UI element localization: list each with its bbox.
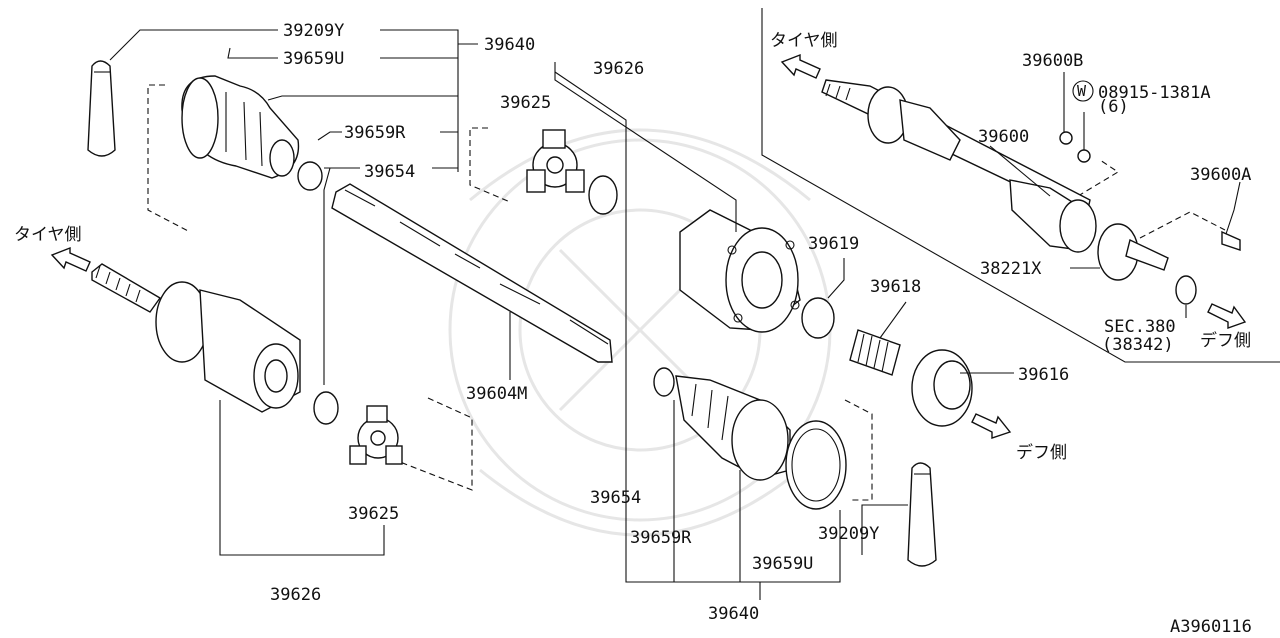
outer-joint-housing <box>155 281 301 413</box>
label-39659R-bot: 39659R <box>630 528 692 548</box>
label-08915-qty: (6) <box>1098 97 1129 117</box>
inset-nut-39600B <box>1059 72 1091 163</box>
label-39625-top: 39625 <box>500 93 551 113</box>
label-39616: 39616 <box>1018 365 1069 385</box>
label-39209Y-bot: 39209Y <box>818 524 879 544</box>
inset-bolt-39600A <box>1221 181 1241 251</box>
boot-outer-top <box>181 75 300 179</box>
shaft-39604M <box>331 183 613 363</box>
dash-lower-boot <box>844 399 873 501</box>
dash-inset-2 <box>1139 211 1226 239</box>
inset-divider <box>761 8 1280 363</box>
dash-inset-1 <box>1077 159 1120 197</box>
label-39654-bot: 39654 <box>590 488 641 508</box>
label-39626-bot: 39626 <box>270 585 321 605</box>
washer-symbol <box>1072 80 1094 102</box>
leaders-upper-left <box>109 29 478 385</box>
label-39640-bot: 39640 <box>708 604 759 624</box>
tripod-39625-bot <box>349 405 403 465</box>
leaders-lower <box>219 62 1014 600</box>
label-39619: 39619 <box>808 234 859 254</box>
label-39600A: 39600A <box>1190 165 1251 185</box>
tripod-39625-top <box>526 129 585 193</box>
diagram-id: A3960116 <box>1170 617 1252 637</box>
washer-symbol-letter: W <box>1077 82 1087 100</box>
snap-ring-39654-lower <box>313 391 339 425</box>
spline-outer-joint <box>91 263 162 313</box>
grease-tube-bot <box>907 462 937 567</box>
boot-lower <box>675 375 791 481</box>
label-39625-bot: 39625 <box>348 504 399 524</box>
snap-ring-39654-upper <box>588 175 618 215</box>
label-diff-side-inset: デフ側 <box>1200 330 1251 351</box>
label-39659U-bot: 39659U <box>752 554 813 574</box>
spring-39618 <box>849 329 901 376</box>
arrow-diff-side-inset <box>1207 303 1247 329</box>
label-38342: (38342) <box>1102 335 1174 355</box>
label-39618: 39618 <box>870 277 921 297</box>
label-39209Y-top: 39209Y <box>283 21 344 41</box>
label-39659U-top: 39659U <box>283 49 344 69</box>
arrow-diff-side-lower <box>971 413 1012 439</box>
label-39600B: 39600B <box>1022 51 1083 71</box>
inset-leaders <box>989 145 1187 318</box>
inset-shaft-39600 <box>821 79 1097 253</box>
inset-seal-38342 <box>1175 275 1197 305</box>
label-39654-top: 39654 <box>364 162 415 182</box>
arrow-tire-side-inset <box>780 53 821 79</box>
dash-upper-left <box>147 84 191 233</box>
dash-lower-yoke <box>399 397 473 491</box>
housing-center <box>679 209 801 333</box>
label-diff-side-lower: デフ側 <box>1016 442 1067 463</box>
label-39659R-top: 39659R <box>344 123 406 143</box>
bushing-39619 <box>801 297 835 339</box>
label-39640-top: 39640 <box>484 35 535 55</box>
label-08915-1381A: 08915-1381A <box>1098 83 1211 103</box>
band-39659R-top <box>297 161 323 191</box>
label-38221X: 38221X <box>980 259 1042 279</box>
label-39626-top: 39626 <box>593 59 644 79</box>
label-tire-side-left: タイヤ側 <box>14 225 82 245</box>
band-39659U-lower <box>785 420 847 510</box>
arrow-tire-side-left <box>50 246 91 272</box>
dash-cross-upper <box>469 127 511 203</box>
inset-flange-38221X <box>1097 223 1169 281</box>
label-39600: 39600 <box>978 127 1029 147</box>
grease-tube-top <box>87 60 116 157</box>
label-sec380: SEC.380 <box>1104 317 1176 337</box>
label-39604M: 39604M <box>466 384 527 404</box>
plug-39616 <box>911 349 973 427</box>
label-tire-side-inset: タイヤ側 <box>770 31 838 51</box>
band-39659R-lower <box>653 367 675 397</box>
